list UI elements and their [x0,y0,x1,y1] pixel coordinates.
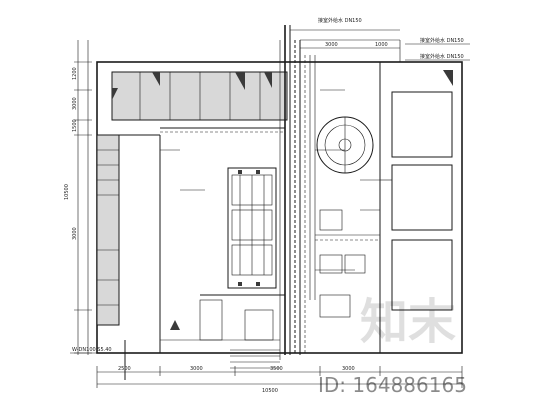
watermark-id: ID: 164886165 [318,373,467,397]
dim-left-2: 3000 [72,97,78,110]
pipe-risers [279,25,316,360]
watermark-logo: 知末 [360,294,456,350]
bottom-left-pipe-label: W-DN100 S5.40 [70,347,125,354]
top-dimension: 3000 1000 [300,42,400,49]
room-markers [112,70,453,100]
bottom-dimension-chain: 2500 3000 3500 3000 10500 [96,366,463,394]
small-equipment [170,209,366,341]
dim-bottom-1: 2500 [118,366,131,372]
annotation-leaders [160,89,380,369]
pipe-runs [124,29,401,380]
watermark: 知末 ID: 164886165 [318,294,467,397]
top-pipe-labels: 接室外给水 DN150 接室外给水 DN150 接室外给水 DN150 [318,17,470,61]
dim-bottom-2: 3000 [190,366,203,372]
dim-left-5: 3000 [72,227,78,240]
pipe-label-top-1: 接室外给水 DN150 [318,17,362,24]
dim-top-1: 3000 [325,42,338,48]
left-dimension-chain: 1200 3000 1500 10500 3000 [64,40,92,355]
pipe-label-bottom-left: W-DN100 S5.40 [72,347,112,353]
dim-bottom-4: 3000 [342,366,355,372]
top-tank-band [111,71,288,121]
right-rooms [380,91,453,311]
dim-top-2: 1000 [375,42,388,48]
dim-bottom-total: 10500 [262,388,278,394]
left-corridor [96,134,120,326]
dim-bottom-3: 3500 [270,366,283,372]
equipment-rack [227,167,277,289]
pipe-label-top-2: 接室外给水 DN150 [420,37,464,44]
pipe-label-top-3: 接室外给水 DN150 [420,53,464,60]
dim-left-3: 1500 [72,119,78,132]
dim-left-1: 1200 [72,67,78,80]
circular-tank [316,116,374,174]
dim-left-4: 10500 [64,184,70,200]
